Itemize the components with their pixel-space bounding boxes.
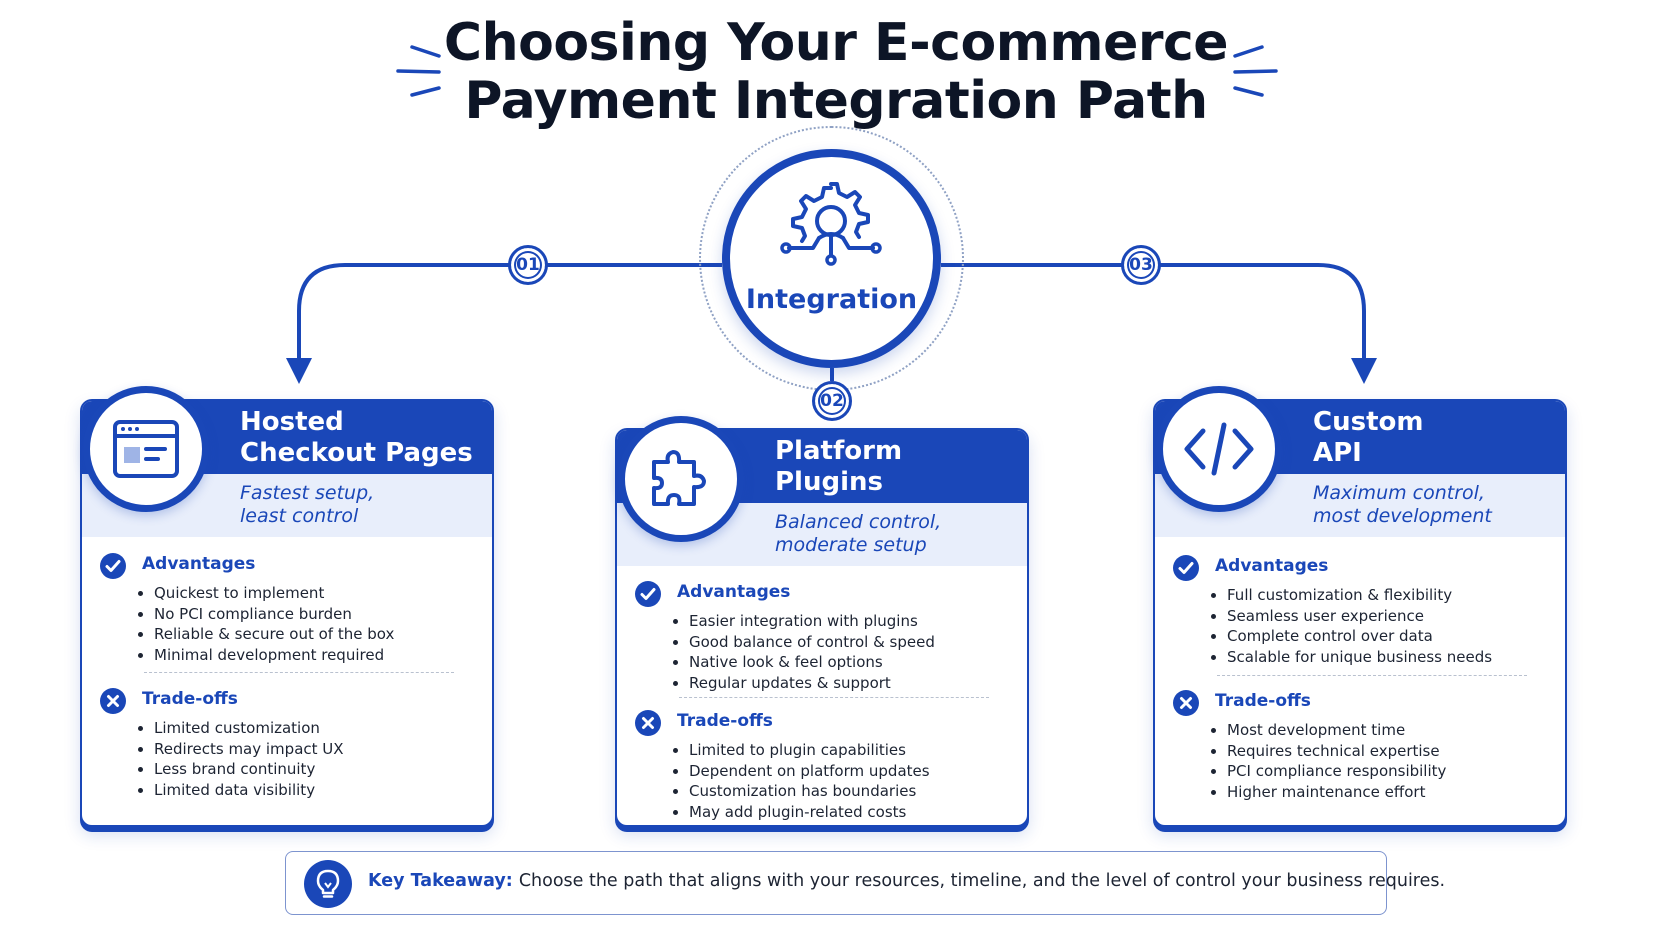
advantages-section: Advantages Easier integration with plugi… (635, 581, 1009, 693)
section-divider (679, 697, 989, 698)
advantages-label: Advantages (677, 582, 791, 602)
card-title-line-1: Hosted (240, 407, 344, 437)
browser-window-icon (83, 386, 209, 512)
title-line-2: Payment Integration Path (464, 71, 1208, 131)
lightbulb-icon (304, 860, 352, 908)
advantages-list: Easier integration with plugins Good bal… (635, 611, 1009, 693)
arrow-left-icon (286, 358, 312, 384)
advantages-section: Advantages Full customization & flexibil… (1173, 555, 1547, 667)
title-accent-stroke (410, 45, 441, 58)
key-takeaway-message: Choose the path that aligns with your re… (518, 871, 1446, 891)
x-icon (100, 688, 126, 714)
list-item: Good balance of control & speed (671, 632, 1009, 653)
x-icon (1173, 690, 1199, 716)
card-title-line-1: Platform (775, 436, 903, 466)
tradeoffs-section: Trade-offs Limited to plugin capabilitie… (635, 710, 1009, 822)
card-title-line-2: Plugins (775, 467, 883, 497)
list-item: Limited data visibility (136, 780, 474, 801)
tradeoffs-list: Limited to plugin capabilities Dependent… (635, 740, 1009, 822)
card-title: Hosted Checkout Pages (240, 407, 473, 469)
card-custom-api: Custom API Maximum control, most develop… (1153, 399, 1567, 827)
tradeoffs-list: Most development time Requires technical… (1173, 720, 1547, 802)
x-icon (635, 710, 661, 736)
card-subtitle-line-2: most development (1313, 505, 1492, 527)
title-accent-stroke (1233, 86, 1264, 97)
card-subtitle-line-1: Balanced control, (775, 511, 942, 533)
connector-right (941, 263, 1366, 362)
list-item: Regular updates & support (671, 673, 1009, 694)
advantages-section: Advantages Quickest to implement No PCI … (100, 553, 474, 665)
step-number-03: 03 (1121, 245, 1161, 285)
code-brackets-icon (1156, 386, 1282, 512)
card-title: Custom API (1313, 407, 1423, 469)
list-item: Complete control over data (1209, 626, 1547, 647)
list-item: Redirects may impact UX (136, 739, 474, 760)
list-item: Native look & feel options (671, 652, 1009, 673)
tradeoffs-label: Trade-offs (142, 689, 238, 709)
page-title: Choosing Your E-commerce Payment Integra… (0, 14, 1672, 130)
tradeoffs-label: Trade-offs (1215, 691, 1311, 711)
list-item: Less brand continuity (136, 759, 474, 780)
title-accent-stroke (1233, 45, 1264, 58)
list-item: No PCI compliance burden (136, 604, 474, 625)
title-accent-stroke (1233, 69, 1278, 74)
title-accent-stroke (396, 69, 441, 74)
card-subtitle-line-1: Maximum control, (1313, 482, 1485, 504)
list-item: Reliable & secure out of the box (136, 624, 474, 645)
list-item: Quickest to implement (136, 583, 474, 604)
list-item: Requires technical expertise (1209, 741, 1547, 762)
gear-network-icon (780, 182, 882, 266)
list-item: Easier integration with plugins (671, 611, 1009, 632)
list-item: Dependent on platform updates (671, 761, 1009, 782)
card-title-line-2: API (1313, 438, 1362, 468)
step-number-02: 02 (812, 381, 852, 421)
key-takeaway-box (285, 851, 1387, 915)
list-item: Minimal development required (136, 645, 474, 666)
list-item: Scalable for unique business needs (1209, 647, 1547, 668)
tradeoffs-list: Limited customization Redirects may impa… (100, 718, 474, 800)
advantages-label: Advantages (1215, 556, 1329, 576)
section-divider (1217, 675, 1527, 676)
list-item: Limited customization (136, 718, 474, 739)
check-icon (100, 553, 126, 579)
title-line-1: Choosing Your E-commerce (443, 13, 1229, 73)
hub-label: Integration (745, 284, 918, 315)
advantages-list: Full customization & flexibility Seamles… (1173, 585, 1547, 667)
list-item: Most development time (1209, 720, 1547, 741)
check-icon (635, 581, 661, 607)
card-subtitle-line-2: least control (240, 505, 359, 527)
list-item: Higher maintenance effort (1209, 782, 1547, 803)
key-takeaway-text: Key Takeaway:Choose the path that aligns… (368, 871, 1445, 891)
connector-left (297, 263, 722, 362)
list-item: Limited to plugin capabilities (671, 740, 1009, 761)
tradeoffs-section: Trade-offs Limited customization Redirec… (100, 688, 474, 800)
title-accent-stroke (410, 86, 441, 97)
advantages-label: Advantages (142, 554, 256, 574)
list-item: May add plugin-related costs (671, 802, 1009, 823)
advantages-list: Quickest to implement No PCI compliance … (100, 583, 474, 665)
tradeoffs-section: Trade-offs Most development time Require… (1173, 690, 1547, 802)
key-takeaway-label: Key Takeaway: (368, 871, 513, 891)
card-title-line-2: Checkout Pages (240, 438, 473, 468)
check-icon (1173, 555, 1199, 581)
card-subtitle-line-2: moderate setup (775, 534, 927, 556)
step-number-01: 01 (508, 245, 548, 285)
puzzle-piece-icon (618, 416, 744, 542)
card-title: Platform Plugins (775, 436, 902, 498)
list-item: Customization has boundaries (671, 781, 1009, 802)
card-subtitle-line-1: Fastest setup, (240, 482, 375, 504)
section-divider (144, 672, 454, 673)
arrow-right-icon (1351, 358, 1377, 384)
tradeoffs-label: Trade-offs (677, 711, 773, 731)
card-title-line-1: Custom (1313, 407, 1424, 437)
list-item: Full customization & flexibility (1209, 585, 1547, 606)
list-item: PCI compliance responsibility (1209, 761, 1547, 782)
list-item: Seamless user experience (1209, 606, 1547, 627)
card-platform-plugins: Platform Plugins Balanced control, moder… (615, 428, 1029, 827)
